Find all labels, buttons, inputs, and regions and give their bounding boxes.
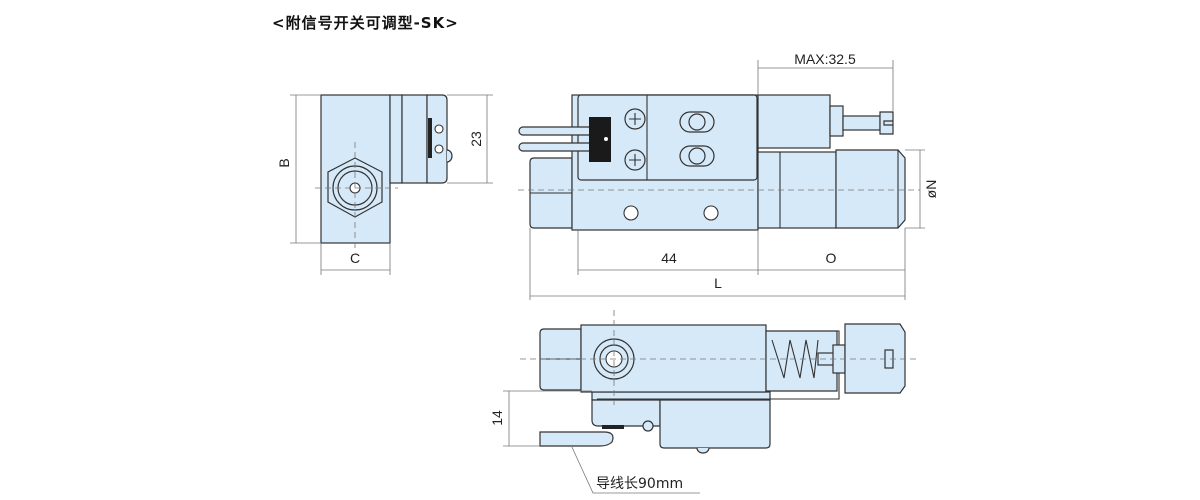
wire-length-label: 导线长90mm xyxy=(596,476,683,492)
dim-label-44: 44 xyxy=(661,250,677,266)
dim-label-n: øN xyxy=(923,180,939,199)
dim-label-c: C xyxy=(350,250,360,266)
bottom-view: 14 导线长90mm xyxy=(489,310,920,494)
dim-label-23: 23 xyxy=(468,131,484,147)
dim-label-max: MAX:32.5 xyxy=(794,51,856,67)
dim-label-14: 14 xyxy=(489,410,505,426)
front-view: MAX:32.5 øN 44 O L xyxy=(518,51,939,300)
side-view: B C 23 xyxy=(276,94,493,275)
dim-label-o: O xyxy=(826,250,837,266)
screw-icons xyxy=(623,108,719,221)
dim-label-b: B xyxy=(276,158,292,167)
diagram-title: <附信号开关可调型-SK> xyxy=(272,14,459,32)
dim-label-l: L xyxy=(714,275,722,291)
